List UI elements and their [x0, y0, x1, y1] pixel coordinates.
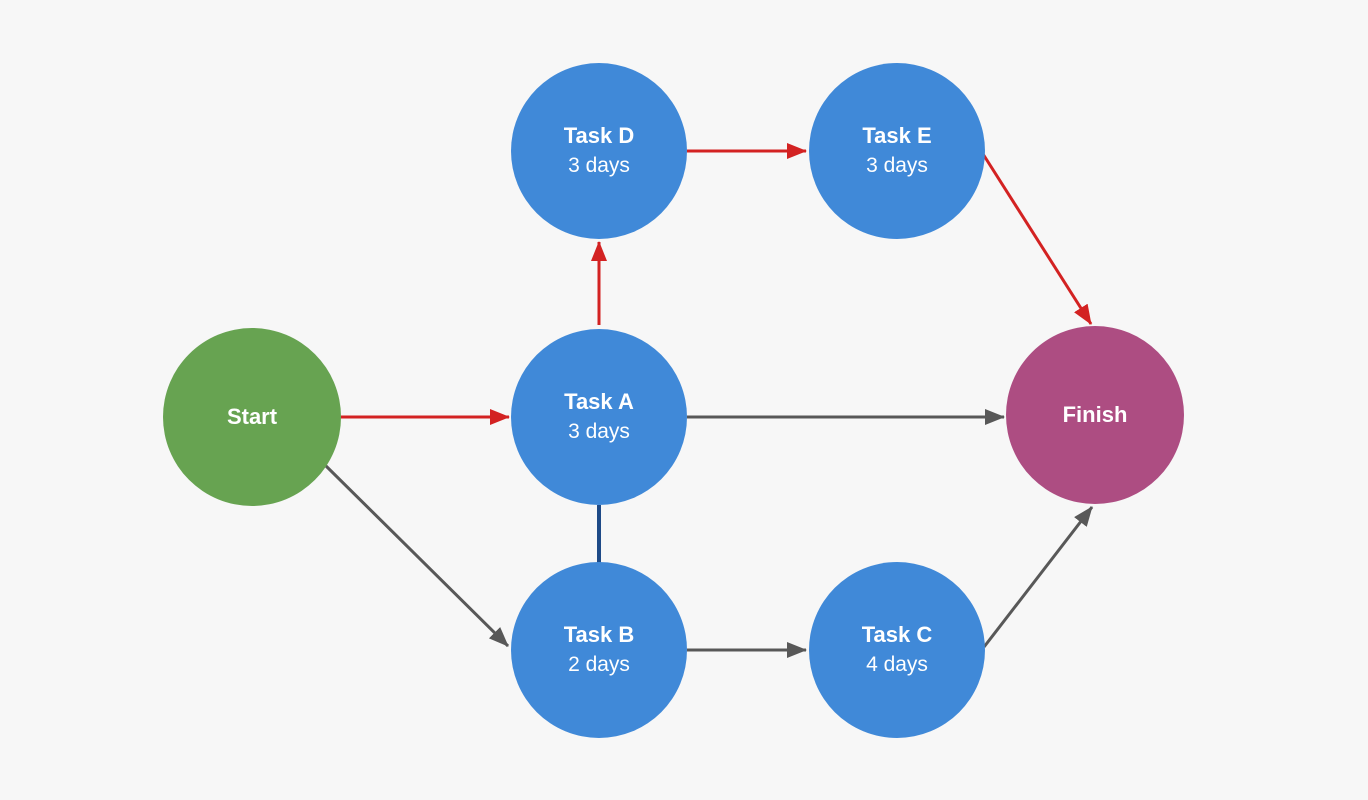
node-label: Finish — [1062, 402, 1128, 427]
node-duration: 3 days — [866, 154, 928, 177]
edge-taskE-finish[interactable] — [981, 153, 1093, 325]
node-duration: 3 days — [568, 154, 630, 177]
node-finish[interactable]: Finish — [1006, 326, 1184, 504]
node-duration: 2 days — [568, 653, 630, 676]
node-label: Task B — [563, 622, 635, 647]
node-task-e[interactable]: Task E 3 days — [809, 63, 985, 239]
node-label: Task A — [564, 389, 634, 414]
node-task-b[interactable]: Task B 2 days — [511, 562, 687, 738]
node-start[interactable]: Start — [163, 328, 341, 506]
node-label: Start — [226, 404, 278, 429]
node-task-c[interactable]: Task C 4 days — [809, 562, 985, 738]
edge-start-taskB[interactable] — [323, 463, 510, 648]
node-duration: 3 days — [568, 420, 630, 443]
edge-taskC-finish[interactable] — [982, 506, 1094, 648]
node-duration: 4 days — [866, 653, 928, 676]
node-task-a[interactable]: Task A 3 days — [511, 329, 687, 505]
node-label: Task D — [563, 123, 635, 148]
node-label: Task C — [861, 622, 933, 647]
node-task-d[interactable]: Task D 3 days — [511, 63, 687, 239]
node-label: Task E — [862, 123, 932, 148]
